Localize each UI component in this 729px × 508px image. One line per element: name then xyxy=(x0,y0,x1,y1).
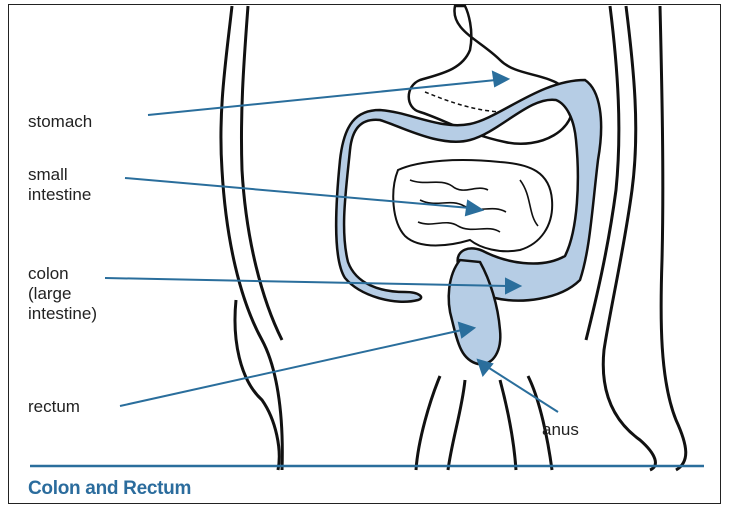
label-colon: colon (large intestine) xyxy=(28,264,97,324)
label-stomach: stomach xyxy=(28,112,92,132)
figure-caption: Colon and Rectum xyxy=(28,478,191,500)
leader-anus xyxy=(486,366,558,412)
label-small-intestine: small intestine xyxy=(28,165,91,205)
label-anus: anus xyxy=(542,420,579,440)
leader-colon xyxy=(105,278,508,286)
leader-rectum xyxy=(120,330,462,406)
label-rectum: rectum xyxy=(28,397,80,417)
